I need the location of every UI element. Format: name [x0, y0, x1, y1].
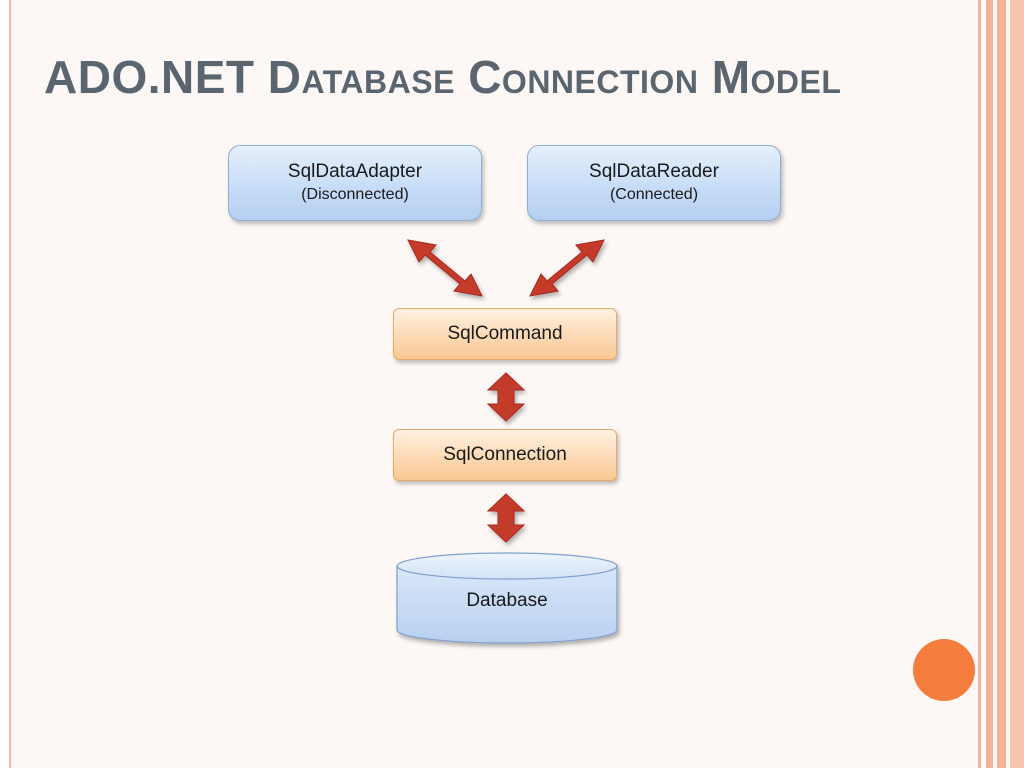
command-connection-arrow: [486, 372, 526, 422]
sqldatareader-box: SqlDataReader (Connected): [527, 145, 781, 221]
sqlconnection-box: SqlConnection: [393, 429, 617, 481]
database-label: Database: [466, 590, 548, 611]
sqldataadapter-sublabel: (Disconnected): [301, 186, 409, 203]
right-stripe-decoration: [976, 0, 1024, 768]
left-border-decoration: [0, 0, 11, 768]
sqlconnection-label: SqlConnection: [443, 444, 567, 465]
accent-circle: [913, 639, 975, 701]
reader-command-arrow: [529, 239, 605, 297]
sqldatareader-label: SqlDataReader: [589, 161, 719, 182]
connection-database-arrow: [486, 493, 526, 543]
sqlcommand-label: SqlCommand: [447, 323, 563, 344]
sqldataadapter-label: SqlDataAdapter: [287, 161, 423, 182]
slide-title: ADO.NET Database Connection Model: [44, 51, 842, 103]
sqldataadapter-box: SqlDataAdapter (Disconnected): [228, 145, 482, 221]
database-cylinder-icon: [396, 552, 618, 644]
sqlcommand-box: SqlCommand: [393, 308, 617, 360]
sqldatareader-sublabel: (Connected): [609, 186, 699, 203]
adapter-command-arrow: [407, 239, 483, 297]
